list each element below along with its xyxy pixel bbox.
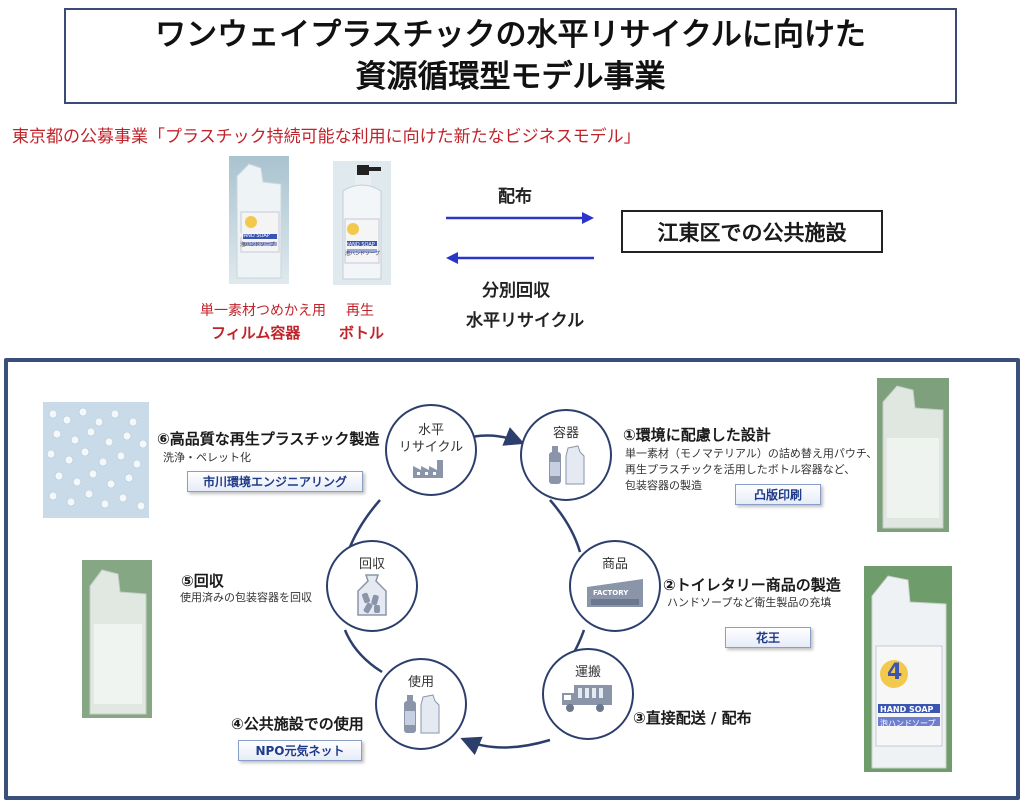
- pouch-product-image: [229, 156, 289, 284]
- node-collect: 回収: [326, 540, 418, 632]
- bottle-pouch-icon: [549, 445, 585, 485]
- filled-pouch-number: 4: [887, 660, 903, 685]
- step1-desc-1: 単一素材（モノマテリアル）の詰め替え用パウチ、: [625, 447, 878, 460]
- node-recycle: 水平 リサイクル: [385, 404, 477, 496]
- node-recycle-label-1: 水平: [417, 423, 444, 438]
- node-product: 商品 FACTORY: [569, 540, 661, 632]
- collection-bag-icon: [357, 574, 387, 616]
- company-toppan: 凸版印刷: [735, 484, 821, 505]
- pouch-name: フィルム容器: [211, 324, 301, 342]
- pouch-label-jp: 泡ハンドソープ: [240, 242, 275, 248]
- cycle-panel: [4, 358, 1020, 800]
- company-ichikawa: 市川環境エンジニアリング: [187, 471, 363, 492]
- company-kao: 花王: [725, 627, 811, 648]
- node-transport-label: 運搬: [574, 665, 601, 680]
- factory-building-icon: FACTORY: [585, 577, 645, 607]
- step6-title: ⑥高品質な再生プラスチック製造: [157, 430, 380, 448]
- node-transport: 運搬: [542, 648, 634, 740]
- company-npo-genki: NPO元気ネット: [238, 740, 362, 761]
- node-recycle-label-2: リサイクル: [398, 440, 464, 455]
- node-container: 容器: [520, 409, 612, 501]
- truck-icon: [562, 685, 612, 712]
- step2-title: ②トイレタリー商品の製造: [663, 576, 841, 594]
- step4-title: ④公共施設での使用: [231, 715, 364, 733]
- empty-pouch-image-right: [877, 378, 949, 532]
- step2-desc: ハンドソープなど衛生製品の充填: [667, 596, 832, 609]
- title-box: ワンウェイプラスチックの水平リサイクルに向けた 資源循環型モデル事業: [64, 8, 957, 104]
- distribute-label: 配布: [498, 187, 532, 207]
- page-title-line2: 資源循環型モデル事業: [355, 59, 666, 95]
- filled-pouch-label-jp: 泡ハンドソープ: [880, 719, 936, 728]
- step3-title: ③直接配送 / 配布: [633, 709, 752, 727]
- node-use-label: 使用: [407, 675, 434, 690]
- step6-desc: 洗浄・ペレット化: [163, 451, 251, 464]
- bottle-product-image: [333, 161, 391, 285]
- node-container-label: 容器: [552, 426, 579, 441]
- collect-label-line1: 分別回収: [482, 281, 550, 301]
- bottle-pouch-icon: [404, 694, 440, 734]
- node-collect-label: 回収: [358, 557, 385, 572]
- pouch-caption: 単一素材つめかえ用: [200, 303, 326, 319]
- pellets-image: [43, 402, 149, 518]
- bottle-label-jp: 泡ハンドソープ: [345, 251, 380, 257]
- factory-sign: FACTORY: [593, 589, 629, 597]
- bottle-name: ボトル: [339, 324, 385, 342]
- step1-desc-2: 再生プラスチックを活用したボトル容器など、: [625, 463, 856, 476]
- bottle-caption: 再生: [346, 303, 374, 319]
- collect-label-line2: 水平リサイクル: [466, 311, 585, 331]
- step5-title: ⑤回収: [181, 572, 224, 590]
- node-product-label: 商品: [601, 557, 628, 572]
- bottle-label-text: HAND SOAP: [345, 242, 375, 248]
- step5-desc: 使用済みの包装容器を回収: [180, 591, 312, 604]
- collect-arrow: [446, 252, 594, 264]
- node-use: 使用: [375, 658, 467, 750]
- subtitle: 東京都の公募事業「プラスチック持続可能な利用に向けた新たなビジネスモデル」: [12, 127, 641, 147]
- empty-pouch-image-left: [82, 560, 152, 718]
- step1-desc-3: 包装容器の製造: [625, 479, 702, 492]
- factory-icon: [413, 460, 443, 478]
- distribute-arrow: [446, 212, 594, 224]
- filled-pouch-image: [864, 566, 952, 772]
- public-facility-box: 江東区での公共施設: [621, 210, 883, 253]
- filled-pouch-label-text: HAND SOAP: [880, 705, 934, 714]
- page-title-line1: ワンウェイプラスチックの水平リサイクルに向けた: [155, 17, 866, 53]
- pouch-label-text: HAND SOAP: [240, 233, 270, 239]
- step1-title: ①環境に配慮した設計: [623, 426, 771, 444]
